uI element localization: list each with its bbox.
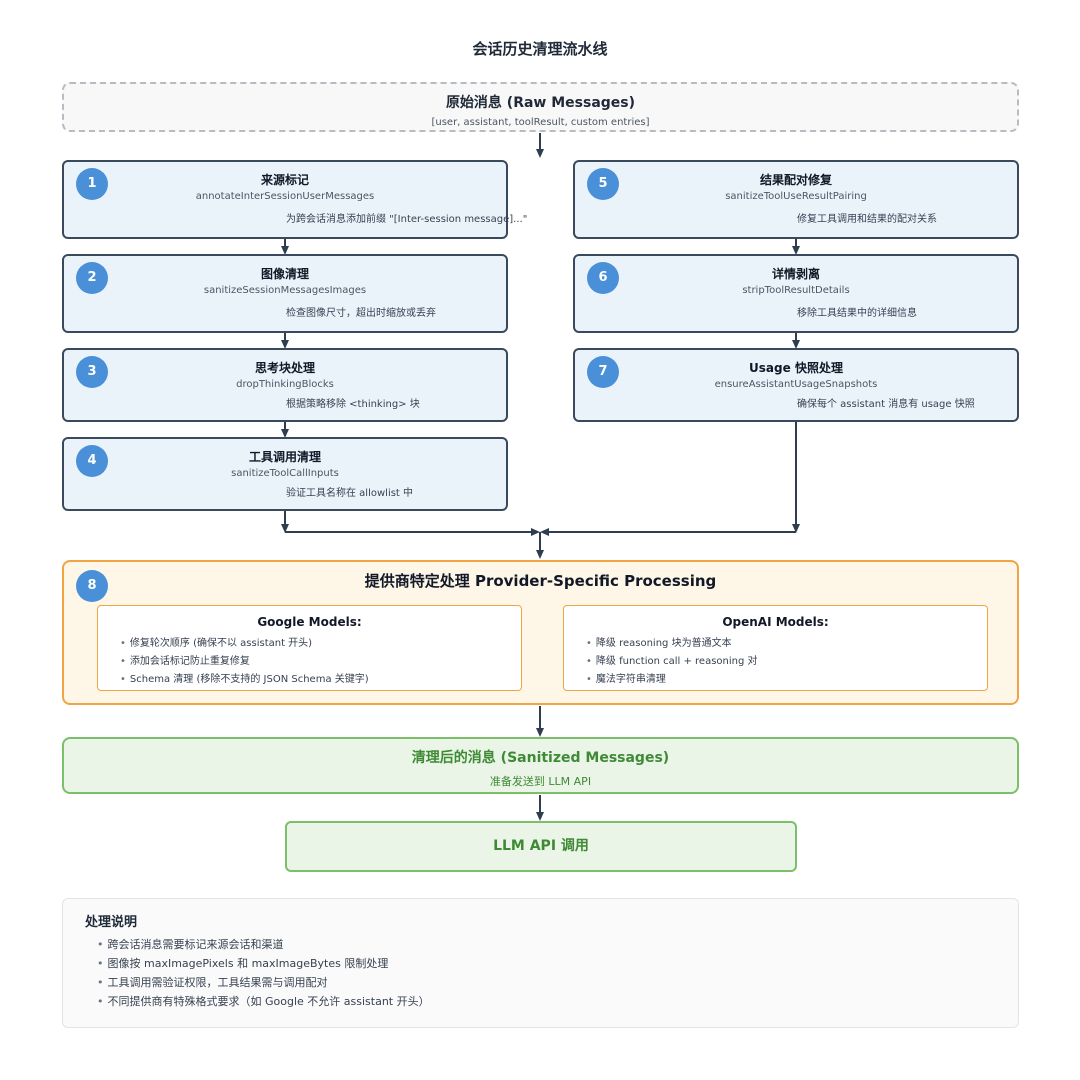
step-description: 检查图像尺寸，超出时缩放或丢弃 [286, 308, 436, 319]
diagram-title: 会话历史清理流水线 [472, 40, 608, 58]
step-function: annotateInterSessionUserMessages [195, 191, 375, 202]
sanitized-title: 清理后的消息 (Sanitized Messages) [411, 750, 670, 766]
list-item: 图像按 maxImagePixels 和 maxImageBytes 限制处理 [97, 954, 430, 973]
google-models-title: Google Models: [257, 615, 362, 629]
step-description: 验证工具名称在 allowlist 中 [286, 488, 414, 499]
provider-specific-box: 8 提供商特定处理 Provider-Specific Processing G… [62, 560, 1019, 705]
step-name: Usage 快照处理 [749, 361, 843, 375]
raw-messages-box: 原始消息 (Raw Messages) [user, assistant, to… [62, 82, 1019, 132]
openai-models-title: OpenAI Models: [722, 615, 829, 629]
step-number-badge: 4 [76, 445, 108, 477]
step-function: stripToolResultDetails [742, 285, 850, 296]
list-item: 添加会话标记防止重复修复 [120, 654, 521, 672]
google-models-box: Google Models: 修复轮次顺序 (确保不以 assistant 开头… [97, 605, 522, 691]
step-2-box: 2 图像清理 sanitizeSessionMessagesImages 检查图… [62, 254, 508, 333]
step-function: sanitizeToolCallInputs [231, 468, 339, 479]
list-item: 降级 reasoning 块为普通文本 [586, 636, 987, 654]
step-7-box: 7 Usage 快照处理 ensureAssistantUsageSnapsho… [573, 348, 1019, 422]
openai-models-box: OpenAI Models: 降级 reasoning 块为普通文本 降级 fu… [563, 605, 988, 691]
list-item: 魔法字符串清理 [586, 672, 987, 690]
notes-title: 处理说明 [85, 915, 138, 930]
step-function: ensureAssistantUsageSnapshots [714, 379, 878, 390]
step-name: 详情剥离 [771, 267, 820, 281]
step-number-badge: 7 [587, 356, 619, 388]
step-name: 思考块处理 [254, 361, 315, 375]
step-number-badge: 2 [76, 262, 108, 294]
raw-messages-subtitle: [user, assistant, toolResult, custom ent… [431, 117, 650, 128]
list-item: 修复轮次顺序 (确保不以 assistant 开头) [120, 636, 521, 654]
step-5-box: 5 结果配对修复 sanitizeToolUseResultPairing 修复… [573, 160, 1019, 239]
list-item: 降级 function call + reasoning 对 [586, 654, 987, 672]
step-4-box: 4 工具调用清理 sanitizeToolCallInputs 验证工具名称在 … [62, 437, 508, 511]
step-number-badge: 5 [587, 168, 619, 200]
step-3-box: 3 思考块处理 dropThinkingBlocks 根据策略移除 <think… [62, 348, 508, 422]
step-description: 根据策略移除 <thinking> 块 [286, 399, 420, 410]
list-item: Schema 清理 (移除不支持的 JSON Schema 关键字) [120, 672, 521, 690]
step-name: 图像清理 [260, 267, 309, 281]
list-item: 跨会话消息需要标记来源会话和渠道 [97, 935, 430, 954]
step-function: dropThinkingBlocks [236, 379, 334, 390]
step-number-badge: 8 [76, 570, 108, 602]
step-description: 确保每个 assistant 消息有 usage 快照 [797, 399, 975, 410]
step-number-badge: 6 [587, 262, 619, 294]
step-function: sanitizeToolUseResultPairing [725, 191, 867, 202]
list-item: 不同提供商有特殊格式要求（如 Google 不允许 assistant 开头） [97, 992, 430, 1011]
step-name: 来源标记 [260, 173, 309, 187]
step-1-box: 1 来源标记 annotateInterSessionUserMessages … [62, 160, 527, 239]
processing-notes-box: 处理说明 跨会话消息需要标记来源会话和渠道 图像按 maxImagePixels… [62, 898, 1019, 1028]
step-number-badge: 3 [76, 356, 108, 388]
step-description: 修复工具调用和结果的配对关系 [797, 214, 937, 225]
step-name: 工具调用清理 [248, 450, 321, 464]
provider-title: 提供商特定处理 Provider-Specific Processing [364, 572, 717, 590]
step-description: 为跨会话消息添加前缀 "[Inter-session message]..." [286, 214, 528, 225]
list-item: 工具调用需验证权限，工具结果需与调用配对 [97, 973, 430, 992]
sanitized-subtitle: 准备发送到 LLM API [489, 775, 592, 788]
step-description: 移除工具结果中的详细信息 [797, 308, 917, 319]
step-function: sanitizeSessionMessagesImages [203, 285, 367, 296]
llm-api-call-box: LLM API 调用 [285, 821, 797, 872]
step-6-box: 6 详情剥离 stripToolResultDetails 移除工具结果中的详细… [573, 254, 1019, 333]
step-name: 结果配对修复 [759, 173, 832, 187]
step-number-badge: 1 [76, 168, 108, 200]
sanitized-messages-box: 清理后的消息 (Sanitized Messages) 准备发送到 LLM AP… [62, 737, 1019, 794]
raw-messages-title: 原始消息 (Raw Messages) [445, 95, 636, 111]
